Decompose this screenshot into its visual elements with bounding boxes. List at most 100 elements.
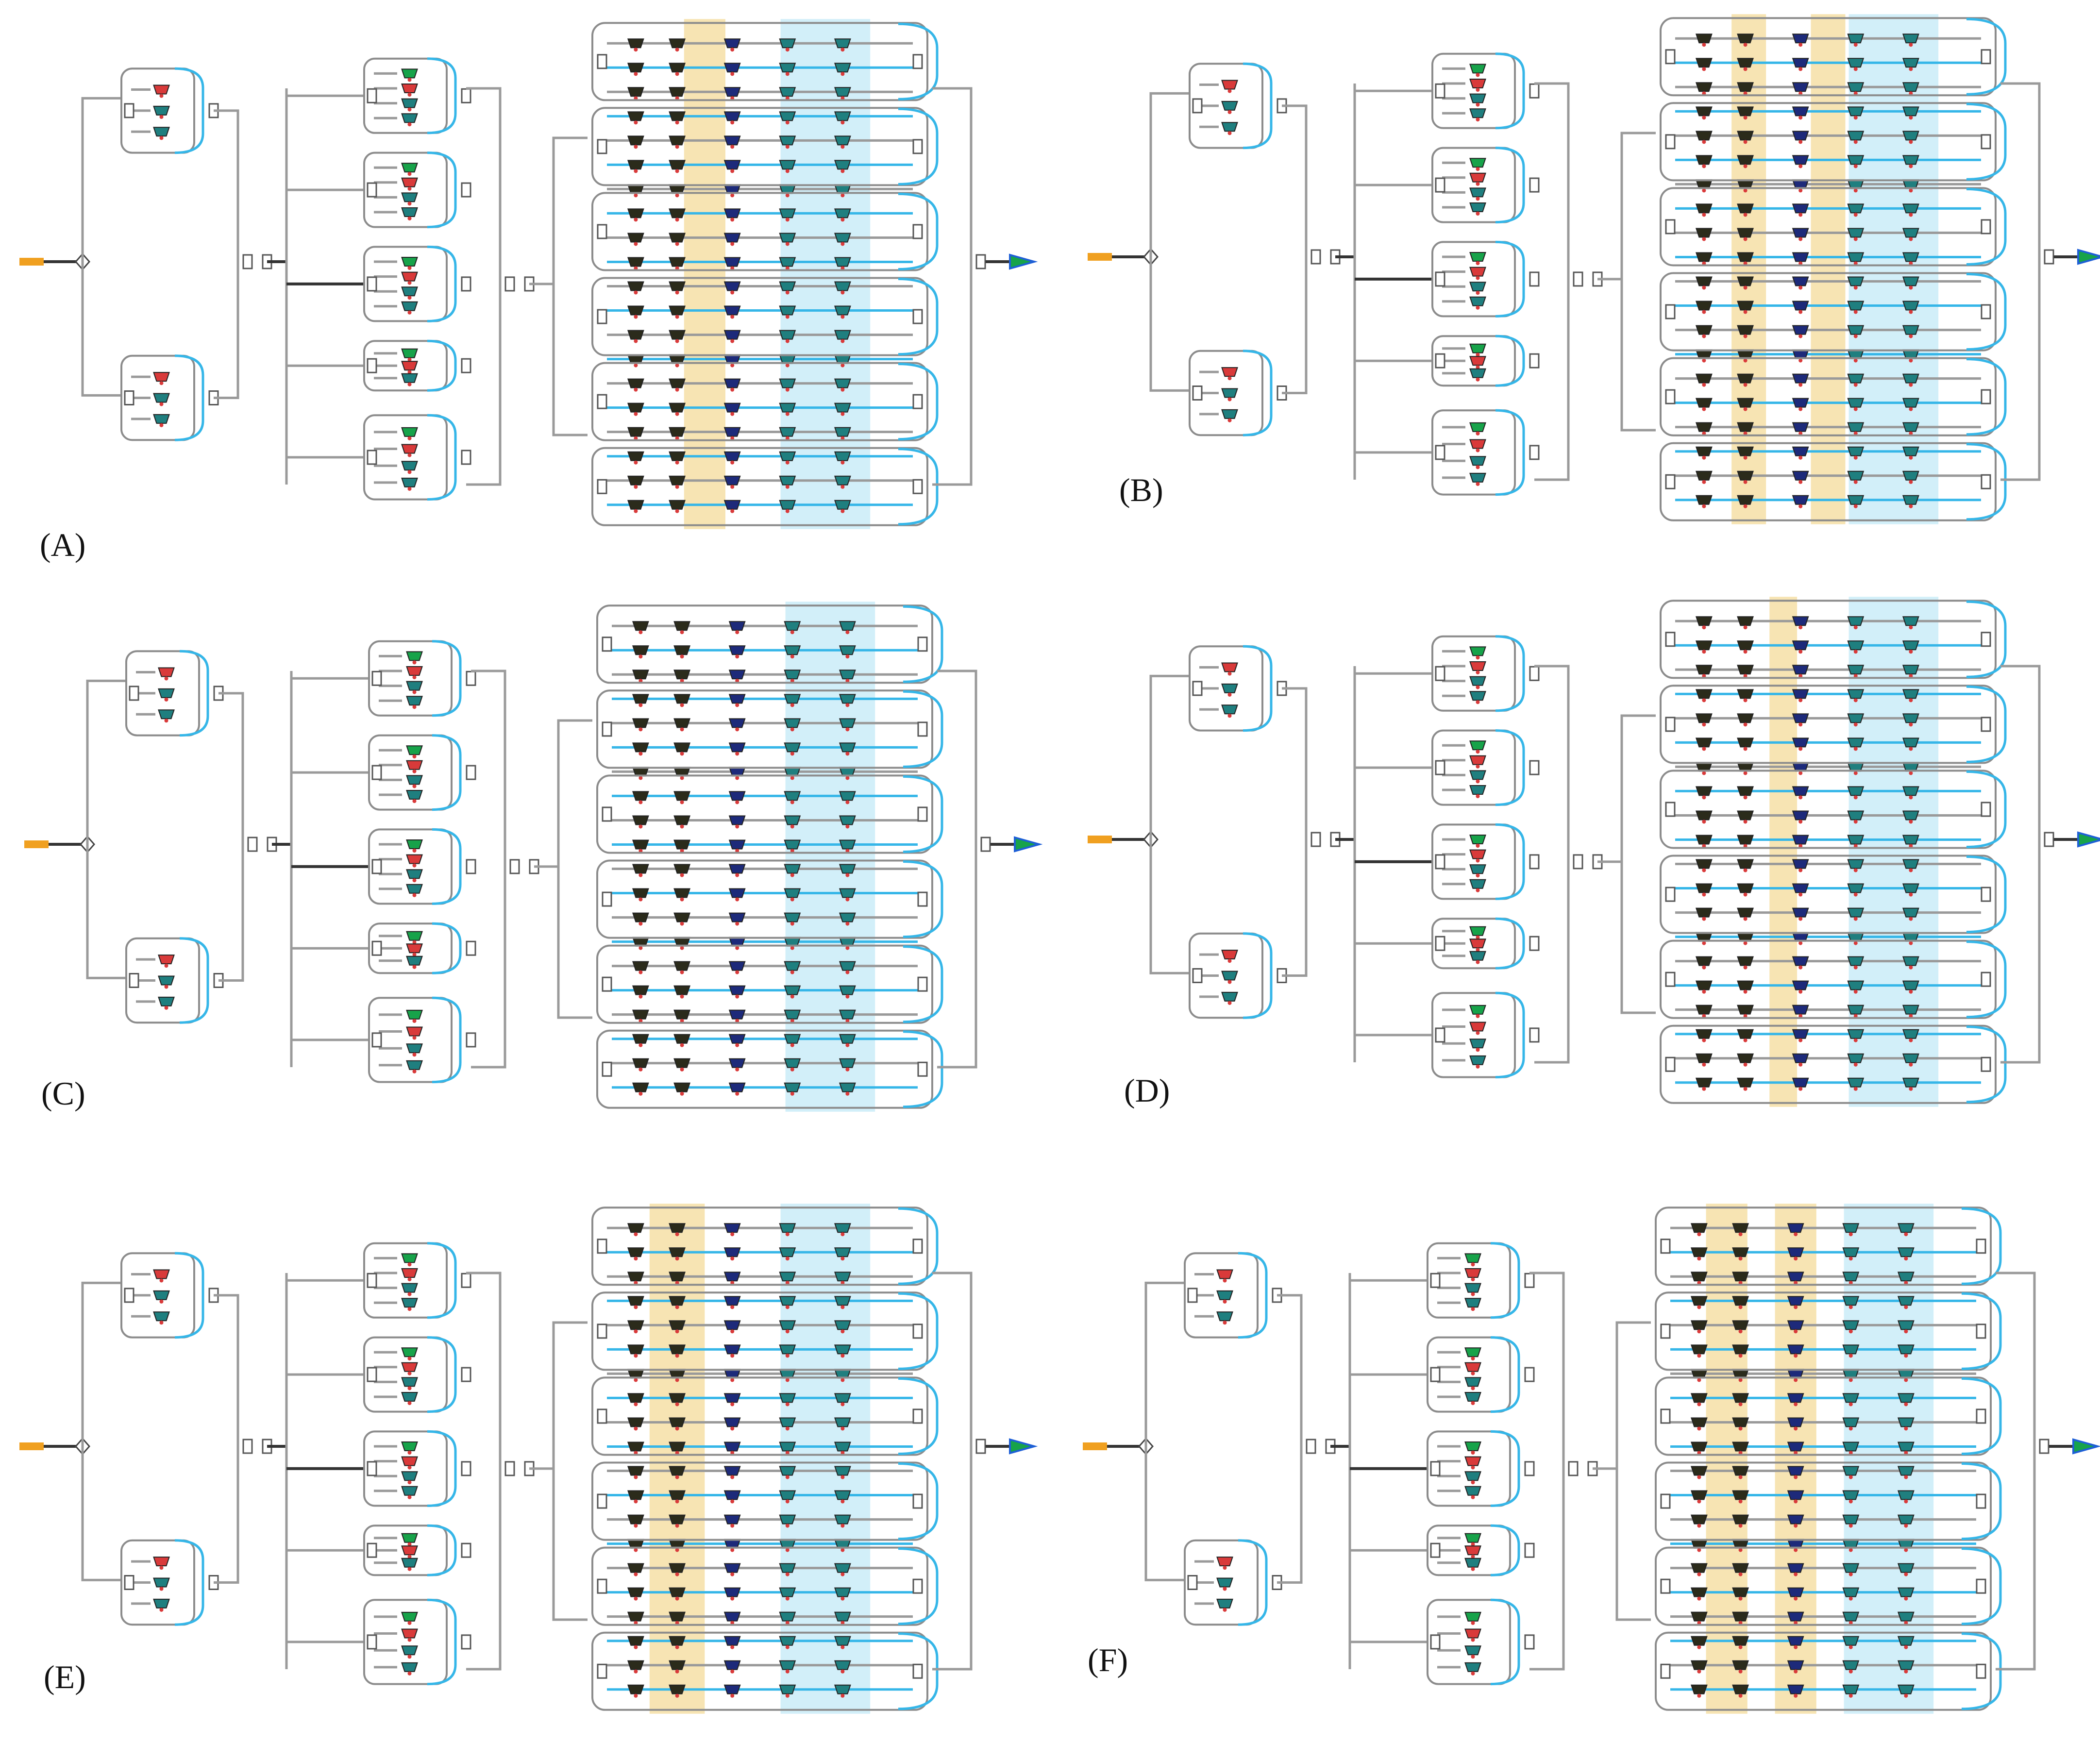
separator-unit — [401, 444, 418, 454]
outlet-port — [1702, 383, 1706, 387]
separator-unit — [401, 361, 418, 371]
group-inlet-node — [597, 479, 607, 494]
recycle-loop — [427, 57, 457, 134]
cascade-unit — [1847, 640, 1865, 651]
block-frame — [363, 340, 448, 392]
group-inlet-node — [597, 394, 607, 409]
product-collector — [1996, 1272, 2036, 1671]
recycle-loop — [427, 339, 457, 392]
group-outlet-node — [1976, 1239, 1986, 1254]
block-outlet-node — [461, 182, 471, 198]
cascade-unit — [669, 330, 686, 340]
outlet-port — [1702, 116, 1706, 120]
stage2-collector — [466, 1272, 502, 1671]
group-outlet-node — [1976, 1493, 1986, 1509]
cascade-unit — [627, 305, 644, 316]
separator-unit — [406, 775, 423, 785]
stage2-block — [363, 57, 471, 134]
outlet-port — [1738, 1256, 1743, 1261]
outlet-port — [785, 1426, 790, 1431]
separator-unit — [1221, 388, 1238, 398]
cascade-unit — [632, 1009, 649, 1020]
outlet-port — [735, 679, 739, 683]
block-inlet-node — [1430, 1273, 1441, 1288]
panel-label-e: (E) — [44, 1658, 86, 1695]
outlet-port — [730, 485, 735, 489]
split-line — [81, 97, 121, 262]
stage3-feed — [529, 136, 588, 285]
outlet-port — [840, 1596, 845, 1601]
outlet-port — [634, 363, 638, 368]
cascade-unit — [1847, 228, 1865, 238]
cascade-unit — [1792, 470, 1809, 481]
outlet-port — [785, 1329, 790, 1334]
outlet-port — [1743, 674, 1747, 678]
outlet-port — [840, 363, 845, 368]
separator-unit — [406, 839, 423, 849]
cascade-unit — [673, 815, 690, 825]
separator-unit — [401, 98, 418, 108]
separator-unit — [1464, 1268, 1481, 1278]
cascade-unit — [673, 888, 690, 898]
outlet-port — [1904, 1572, 1908, 1576]
cascade-unit — [1737, 689, 1754, 699]
outlet-port — [1476, 750, 1480, 754]
outlet-port — [1794, 1281, 1798, 1285]
group-outlet-node — [1981, 389, 1991, 404]
outlet-port — [1743, 261, 1747, 266]
outlet-port — [1909, 116, 1913, 120]
cascade-unit — [1792, 373, 1809, 384]
cascade-unit — [1902, 907, 1919, 918]
group-frame — [591, 1291, 928, 1371]
outlet-port — [1909, 892, 1913, 897]
outlet-port — [840, 1451, 845, 1455]
outlet-port — [1697, 1572, 1701, 1576]
outlet-port — [1853, 140, 1858, 144]
outlet-port — [412, 784, 417, 788]
cascade-unit — [632, 1082, 649, 1092]
recycle-loop — [1495, 147, 1525, 224]
cascade-unit — [779, 1320, 796, 1330]
outlet-port — [785, 290, 790, 295]
separator-unit — [406, 760, 423, 770]
cascade-unit — [1696, 398, 1713, 408]
cascade-unit — [669, 63, 686, 73]
cascade-unit — [673, 1082, 690, 1092]
outlet-port — [634, 1281, 638, 1285]
outlet-port — [407, 93, 412, 97]
outlet-port — [1743, 771, 1747, 775]
group-inlet-node — [1660, 1578, 1671, 1594]
group-frame — [591, 22, 928, 101]
outlet-port — [730, 1451, 735, 1455]
cascade-unit — [673, 1009, 690, 1020]
group-frame — [1660, 939, 1997, 1019]
outlet-port — [1697, 1451, 1701, 1455]
group-outlet-node — [1981, 134, 1991, 150]
cascade-unit — [1842, 1247, 1860, 1257]
outlet-port — [785, 1572, 790, 1576]
outlet-port — [159, 423, 164, 427]
outlet-port — [840, 387, 845, 392]
cascade-unit — [1787, 1320, 1804, 1330]
outlet-port — [1471, 1655, 1475, 1659]
outlet-port — [1798, 140, 1803, 144]
outlet-port — [634, 1451, 638, 1455]
outlet-port — [730, 1548, 735, 1552]
cascade-unit — [1792, 859, 1809, 869]
cascade-unit — [1847, 1005, 1865, 1015]
outlet-port — [1702, 334, 1706, 338]
outlet-port — [790, 1091, 794, 1096]
block-frame — [125, 937, 200, 1024]
cascade-unit — [834, 135, 851, 146]
cascade-unit — [1847, 616, 1865, 626]
block-outlet-node — [466, 670, 476, 686]
outlet-port — [680, 1043, 684, 1047]
cascade-unit — [1792, 82, 1809, 92]
cascade-unit — [784, 985, 801, 995]
cascade-unit — [779, 1417, 796, 1427]
outlet-port — [1798, 698, 1803, 703]
outlet-port — [735, 994, 739, 999]
cascade-unit — [839, 791, 856, 801]
cascade-unit — [1787, 1223, 1804, 1233]
outlet-port — [1848, 1281, 1853, 1285]
